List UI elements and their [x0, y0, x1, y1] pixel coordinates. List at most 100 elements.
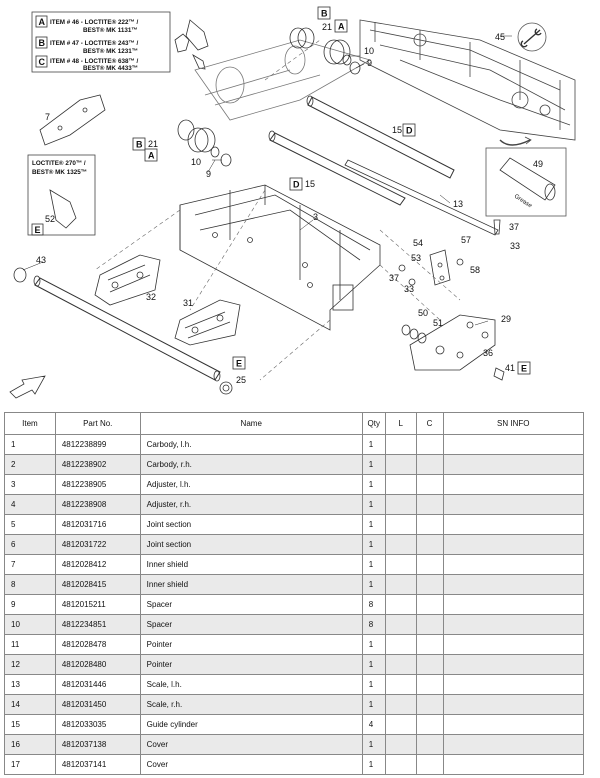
table-cell-part-no: 4812031446	[54, 674, 141, 695]
callout-53: 53	[411, 253, 421, 263]
table-cell-part-no: 4812015211	[54, 594, 141, 615]
table-cell-sn-info	[442, 514, 584, 535]
table-cell-part-no: 4812238902	[54, 454, 141, 475]
table-cell-l	[384, 694, 417, 715]
callout-57: 57	[461, 235, 471, 245]
callout-21-upper: 21	[322, 22, 332, 32]
table-header-row: Item Part No. Name Qty L C SN INFO	[4, 412, 584, 435]
note-c-line2: BEST® MK 4433™	[83, 64, 138, 72]
callout-33-right: 33	[510, 241, 520, 251]
table-cell-part-no: 4812037141	[54, 754, 141, 775]
table-cell-name: Inner shield	[139, 574, 363, 595]
callout-box-e-right: E	[521, 364, 527, 374]
callout-37-left: 37	[389, 273, 399, 283]
table-cell-name: Adjuster, l.h.	[139, 474, 363, 495]
table-cell-sn-info	[442, 654, 584, 675]
header-qty: Qty	[361, 412, 386, 435]
table-cell-item: 16	[4, 734, 56, 755]
table-cell-c	[415, 634, 444, 655]
table-cell-qty: 1	[361, 634, 386, 655]
header-item: Item	[4, 412, 56, 435]
table-cell-qty: 1	[361, 754, 386, 775]
cover-cap	[219, 381, 233, 395]
table-cell-part-no: 4812028415	[54, 574, 141, 595]
header-l: L	[384, 412, 417, 435]
wrench-icon	[520, 28, 542, 48]
table-cell-c	[415, 454, 444, 475]
note-b-line2: BEST® MK 1231™	[83, 47, 138, 55]
table-cell-qty: 8	[361, 614, 386, 635]
table-cell-name: Carbody, l.h.	[139, 434, 363, 455]
callout-32: 32	[146, 292, 156, 302]
table-cell-c	[415, 694, 444, 715]
callout-box-d-upper: D	[406, 126, 413, 136]
callout-10-lower: 10	[191, 157, 201, 167]
callout-49: 49	[533, 159, 543, 169]
callout-43: 43	[36, 255, 46, 265]
table-cell-sn-info	[442, 734, 584, 755]
table-cell-qty: 1	[361, 574, 386, 595]
callout-54: 54	[413, 238, 423, 248]
table-cell-l	[384, 754, 417, 775]
table-cell-sn-info	[442, 534, 584, 555]
table-cell-sn-info	[442, 494, 584, 515]
note-a-line1: ITEM # 46 - LOCTITE® 222™ /	[50, 18, 139, 26]
header-part-no: Part No.	[54, 412, 141, 435]
table-cell-l	[384, 574, 417, 595]
table-cell-name: Carbody, r.h.	[139, 454, 363, 475]
callout-37-right: 37	[509, 222, 519, 232]
table-cell-c	[415, 654, 444, 675]
adjuster-32	[94, 254, 161, 306]
table-cell-item: 7	[4, 554, 56, 575]
callout-33-left: 33	[404, 284, 414, 294]
table-cell-name: Joint section	[139, 514, 363, 535]
table-cell-qty: 1	[361, 454, 386, 475]
table-cell-qty: 1	[361, 694, 386, 715]
callout-29: 29	[501, 314, 511, 324]
table-cell-l	[384, 554, 417, 575]
note-letter-c: C	[39, 57, 46, 67]
table-cell-item: 9	[4, 594, 56, 615]
header-name: Name	[139, 412, 363, 435]
table-cell-name: Cover	[139, 734, 363, 755]
table-cell-l	[384, 474, 417, 495]
callout-52: 52	[45, 214, 55, 224]
table-cell-sn-info	[442, 454, 584, 475]
table-cell-item: 15	[4, 714, 56, 735]
note-e-line1: LOCTITE® 270™ /	[32, 159, 86, 167]
table-cell-item: 6	[4, 534, 56, 555]
table-cell-item: 10	[4, 614, 56, 635]
table-cell-c	[415, 734, 444, 755]
spacer-ring	[13, 267, 27, 283]
note-e-line2: BEST® MK 1325™	[32, 168, 87, 176]
bushing-lower	[177, 119, 232, 167]
table-cell-part-no: 4812037138	[54, 734, 141, 755]
callout-box-e-lower: E	[236, 359, 242, 369]
loctite-note-box	[31, 11, 209, 73]
inner-shield-bracket	[39, 94, 106, 146]
table-cell-c	[415, 574, 444, 595]
bushing-upper	[289, 27, 361, 75]
callout-13: 13	[453, 199, 463, 209]
table-cell-c	[415, 714, 444, 735]
table-cell-l	[384, 714, 417, 735]
table-cell-l	[384, 654, 417, 675]
note-letter-b: B	[39, 38, 46, 48]
callout-31: 31	[183, 298, 193, 308]
table-cell-item: 8	[4, 574, 56, 595]
table-cell-name: Pointer	[139, 654, 363, 675]
table-cell-qty: 1	[361, 514, 386, 535]
table-cell-name: Cover	[139, 754, 363, 775]
callout-51: 51	[433, 318, 443, 328]
table-cell-name: Guide cylinder	[139, 714, 363, 735]
callout-25: 25	[236, 375, 246, 385]
table-cell-sn-info	[442, 754, 584, 775]
